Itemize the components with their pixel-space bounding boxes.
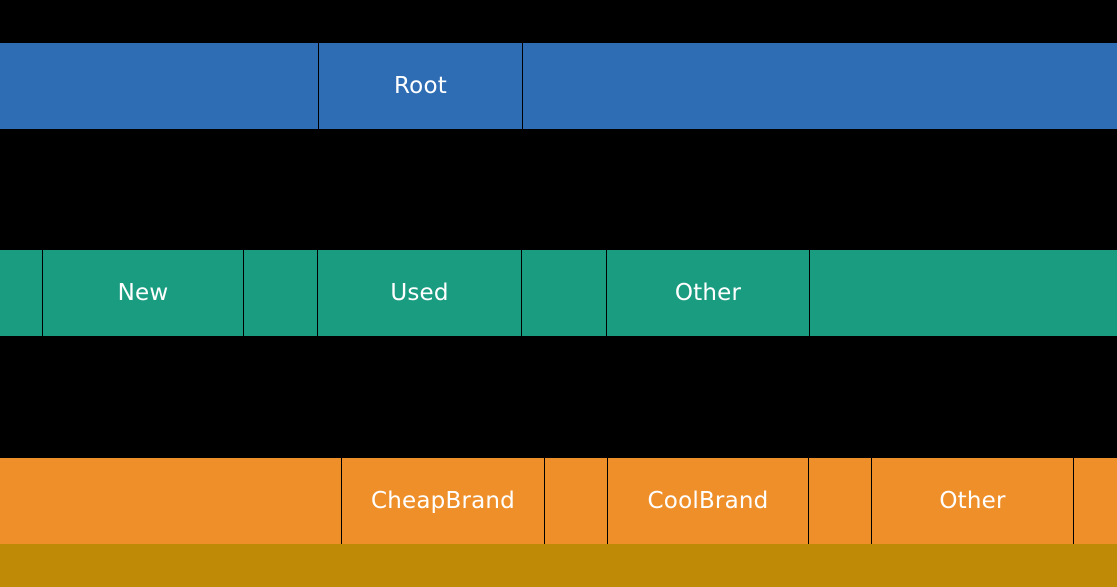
icicle-level-sku-level [0,544,1117,587]
icicle-node-segment[interactable] [244,250,317,336]
icicle-level-category-level: New Used Other [0,250,1117,336]
icicle-node-other[interactable]: Other [607,250,809,336]
icicle-node-segment[interactable] [809,458,871,544]
icicle-node-label: Used [390,279,449,306]
icicle-node-segment[interactable] [545,458,607,544]
icicle-node-label: Other [939,487,1006,514]
icicle-node-other[interactable]: Other [872,458,1073,544]
icicle-node-segment[interactable] [810,250,1117,336]
icicle-node-label: CoolBrand [647,487,769,514]
icicle-level-brand-level: CheapBrand CoolBrand Other [0,458,1117,544]
icicle-node-cheapbrand[interactable]: CheapBrand [342,458,544,544]
icicle-node-segment[interactable] [0,458,341,544]
icicle-node-label: New [117,279,169,306]
icicle-node-label: CheapBrand [371,487,515,514]
icicle-node-segment[interactable] [0,250,42,336]
icicle-level-root-level: Root [0,43,1117,129]
icicle-node-segment[interactable] [523,43,1117,129]
icicle-node-segment[interactable] [522,250,606,336]
icicle-node-segment[interactable] [0,544,1117,587]
icicle-node-new[interactable]: New [43,250,243,336]
icicle-node-coolbrand[interactable]: CoolBrand [608,458,808,544]
icicle-node-used[interactable]: Used [318,250,521,336]
icicle-node-label: Root [394,72,447,99]
icicle-node-label: Other [674,279,742,306]
icicle-node-segment[interactable] [1074,458,1117,544]
icicle-node-segment[interactable] [0,43,318,129]
icicle-node-root[interactable]: Root [319,43,522,129]
